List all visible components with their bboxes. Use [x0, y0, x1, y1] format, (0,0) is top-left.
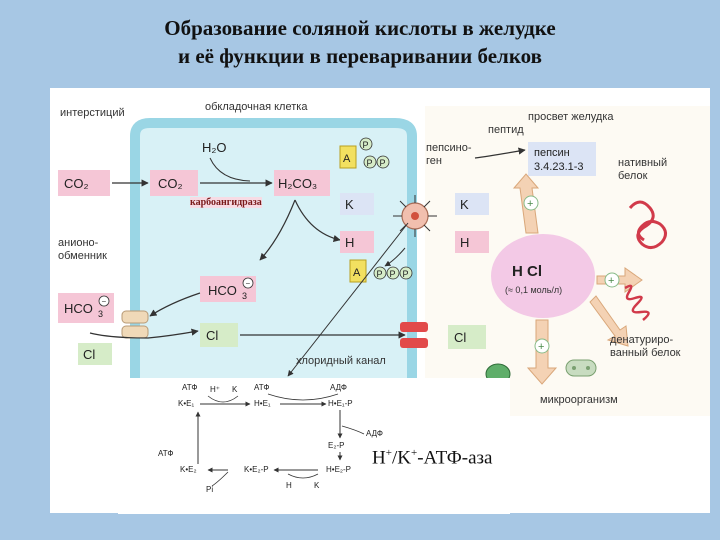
h-cell-box — [340, 231, 374, 253]
atp-top: A P P P — [339, 137, 390, 169]
chloride-channel-label: хлоридный канал — [296, 355, 386, 367]
potassium-lumen: K — [460, 197, 469, 212]
native-protein-label-2: белок — [618, 170, 648, 182]
svg-text:K•E₁: K•E₁ — [178, 399, 194, 408]
denatured-protein-icon — [624, 284, 650, 321]
h-k-atpase-label: H+/K+-АТФ-аза — [372, 447, 493, 469]
denatured-protein-label-1: денатуриро- — [610, 334, 674, 346]
svg-text:АТФ: АТФ — [158, 449, 173, 458]
pepsin-label-2: 3.4.23.1-3 — [534, 161, 584, 173]
svg-text:A: A — [343, 153, 351, 165]
carbonic-anhydrase-label: карбоангидраза — [190, 197, 262, 208]
pump-to-cycle-connector — [287, 222, 409, 377]
svg-text:H⁺: H⁺ — [210, 385, 220, 394]
title-line-1: Образование соляной кислоты в желудке — [164, 16, 556, 40]
co2-interstitial: CO₂ — [64, 176, 89, 191]
svg-text:H•E₁-P: H•E₁-P — [328, 399, 353, 408]
anion-exchanger-label-1: анионо- — [58, 237, 99, 249]
svg-text:3: 3 — [98, 309, 103, 319]
proton-cell: H — [345, 235, 354, 250]
chloride-interstitial: Cl — [83, 347, 95, 362]
svg-text:Pi: Pi — [206, 485, 213, 494]
svg-text:−: − — [102, 297, 107, 306]
bicarbonate-interstitial: HCO — [64, 301, 93, 316]
k-lumen-box — [455, 193, 489, 215]
proton-pump — [393, 195, 437, 237]
svg-text:P: P — [367, 158, 373, 168]
svg-text:P: P — [390, 269, 396, 279]
svg-text:H•E₂-P: H•E₂-P — [326, 465, 351, 474]
co2-cell: CO₂ — [158, 176, 183, 191]
label-lumen: просвет желудка — [528, 111, 614, 123]
microorganism-label: микроорганизм — [540, 394, 618, 406]
chloride-channel — [400, 322, 428, 348]
denatured-protein-label-2: ванный белок — [610, 347, 681, 359]
svg-text:3: 3 — [242, 291, 247, 301]
svg-text:P: P — [403, 269, 409, 279]
svg-text:K: K — [314, 481, 320, 490]
svg-text:E₂-P: E₂-P — [328, 441, 344, 450]
proton-lumen: H — [460, 235, 469, 250]
chloride-cell: Cl — [206, 328, 218, 343]
k-cell-box — [340, 193, 374, 215]
anion-exchanger-label-2: обменник — [58, 250, 107, 262]
cl-interstitial-box — [78, 343, 112, 365]
arrow-to-denatured — [589, 295, 629, 347]
native-protein-label-1: нативный — [618, 157, 667, 169]
svg-text:АТФ: АТФ — [254, 383, 269, 392]
label-interstitium: интерстиций — [60, 107, 125, 119]
hcl-blob — [491, 234, 595, 318]
svg-text:K: K — [232, 385, 238, 394]
title-line-2: и её функции в переваривании белков — [178, 44, 542, 68]
bicarbonate-cell: HCO — [208, 283, 237, 298]
co2-cell-box — [150, 170, 198, 196]
water: H₂O — [202, 140, 227, 155]
cl-lumen-box — [448, 325, 486, 349]
svg-text:P: P — [363, 140, 369, 150]
chloride-lumen: Cl — [454, 330, 466, 345]
svg-text:АДФ: АДФ — [366, 429, 383, 438]
svg-text:АДФ: АДФ — [330, 383, 347, 392]
pepsinogen-label-2: ген — [426, 155, 442, 167]
pump-catalytic-cycle: АТФ H⁺ K АТФ АДФ K•E₁ H•E₁ H•E₁-P E₂-P А… — [118, 378, 510, 514]
hcl-label: H Cl — [512, 263, 542, 280]
svg-text:H•E₁: H•E₁ — [254, 399, 271, 408]
svg-text:H: H — [286, 481, 292, 490]
native-protein-icon — [628, 200, 667, 249]
svg-text:A: A — [353, 267, 361, 279]
atp-bottom: A P P P — [349, 259, 413, 283]
h2co3-box — [274, 170, 330, 196]
pepsin-label-1: пепсин — [534, 147, 570, 159]
svg-text:+: + — [608, 275, 614, 287]
label-parietal-cell: обкладочная клетка — [205, 101, 308, 113]
h-lumen-box — [455, 231, 489, 253]
co2-interstitial-box — [58, 170, 110, 196]
hcl-concentration: (≈ 0,1 моль/л) — [505, 285, 562, 295]
svg-text:+: + — [538, 341, 544, 353]
svg-text:+: + — [527, 198, 533, 210]
potassium-cell: K — [345, 197, 354, 212]
pepsin-box — [528, 142, 596, 176]
svg-text:K•E₂: K•E₂ — [180, 465, 197, 474]
microorganism-icon — [565, 359, 597, 377]
slide-title: Образование соляной кислоты в желудке и … — [0, 14, 720, 70]
svg-text:P: P — [380, 158, 386, 168]
cl-cell-box — [200, 323, 238, 347]
svg-text:P: P — [377, 269, 383, 279]
svg-text:−: − — [246, 279, 251, 288]
peptide-label: пептид — [488, 124, 524, 136]
svg-text:АТФ: АТФ — [182, 383, 197, 392]
pepsinogen-label-1: пепсино- — [426, 142, 472, 154]
carbonic-acid: H₂CO₃ — [278, 176, 317, 191]
svg-text:K•E₂-P: K•E₂-P — [244, 465, 269, 474]
